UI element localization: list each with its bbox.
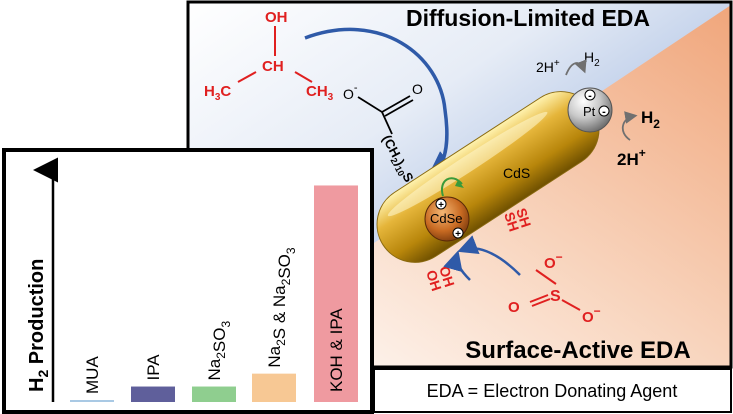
ipa-bond-right xyxy=(294,71,313,83)
ligand-electron-arrowhead xyxy=(455,180,464,188)
ipa-molecule: OH CH H3C CH3 xyxy=(204,9,334,103)
cdse-label: CdSe xyxy=(430,211,463,226)
bar-label-koh_ipa: KOH & IPA xyxy=(327,308,346,392)
ipa-bond-left xyxy=(237,71,257,83)
sulfite-s: S xyxy=(550,288,561,305)
sulfite-arrow-upper xyxy=(457,235,521,276)
sulfite-bond-left-double xyxy=(531,298,551,307)
hole-top xyxy=(435,198,447,210)
rod-highlight xyxy=(387,111,548,217)
mua-bond-co xyxy=(381,95,411,113)
hole-bottom-sign: + xyxy=(455,229,461,240)
chart-bars xyxy=(70,185,358,402)
chart-y-label: H2 Production xyxy=(26,259,51,392)
bar-label-ipa: IPA xyxy=(144,354,163,381)
electron-top-sign: - xyxy=(588,90,592,102)
surface-oh-2: OH xyxy=(423,268,445,293)
hole-top-sign: + xyxy=(438,200,444,211)
bar-koh_ipa xyxy=(314,185,358,402)
reaction-top-h2: H2 xyxy=(584,49,600,69)
bar-na2so3 xyxy=(192,386,236,402)
bar-ipa xyxy=(131,386,175,402)
title-surface-active: Surface-Active EDA xyxy=(465,337,690,364)
cds-label: CdS xyxy=(503,165,530,181)
ipa-ch: CH xyxy=(262,58,284,75)
mua-bond-chain xyxy=(381,111,393,135)
ipa-oh: OH xyxy=(265,9,288,26)
mua-o: O xyxy=(412,81,423,97)
sulfite-o-bottom: O− xyxy=(582,304,601,326)
reaction-right-2h: 2H+ xyxy=(617,146,646,169)
bar-label-na2so3: Na2SO3 xyxy=(205,321,233,381)
electron-right xyxy=(598,105,610,117)
sulfite-o-left: O xyxy=(508,299,520,316)
surface-sh-1: SH xyxy=(513,206,534,229)
ipa-ch3-left: H3C xyxy=(204,83,231,103)
surface-sh-2: SH xyxy=(501,210,522,233)
bar-label-mua: MUA xyxy=(83,356,102,394)
sulfite-bond-top xyxy=(535,269,557,285)
ligand-electron-arrow xyxy=(440,177,463,197)
surface-groups: SH SH OH OH xyxy=(423,206,534,293)
electron-top xyxy=(584,89,596,101)
electron-right-sign: - xyxy=(602,106,606,118)
sulfite-ion: S O O− O− xyxy=(508,250,601,326)
reaction-top-2h: 2H+ xyxy=(536,58,560,75)
mua-bond-co-double xyxy=(384,99,414,117)
chart-panel xyxy=(2,148,374,414)
ipa-ch3-right: CH3 xyxy=(306,83,334,103)
pt-label: Pt xyxy=(583,104,596,119)
sulfite-bond-bottom xyxy=(561,299,581,311)
bar-na2s_na2so3 xyxy=(252,373,296,402)
mua-o-minus: O- xyxy=(343,82,358,102)
sulfite-arrow-lower xyxy=(443,250,471,281)
nanorod: CdS CdSe + + Pt - - xyxy=(376,87,613,263)
title-diffusion-limited: Diffusion-Limited EDA xyxy=(406,5,650,31)
reaction-right-arrow xyxy=(621,111,638,141)
reaction-right: H2 2H+ xyxy=(617,108,660,169)
pt-tip xyxy=(567,87,613,133)
reaction-top-arrow xyxy=(565,59,587,76)
reaction-top: 2H+ H2 xyxy=(536,49,600,76)
sulfite-bond-left xyxy=(529,294,549,303)
sulfite-o-top: O− xyxy=(544,250,563,272)
legend-text: EDA = Electron Donating Agent xyxy=(427,381,678,401)
bar-label-na2s_na2so3: Na2S & Na2SO3 xyxy=(265,247,298,368)
ipa-diffusion-arrow xyxy=(304,27,458,180)
reaction-right-h2: H2 xyxy=(641,108,660,131)
mua-bond-o xyxy=(357,96,383,113)
legend-box xyxy=(373,368,732,413)
bar-mua xyxy=(70,400,114,402)
